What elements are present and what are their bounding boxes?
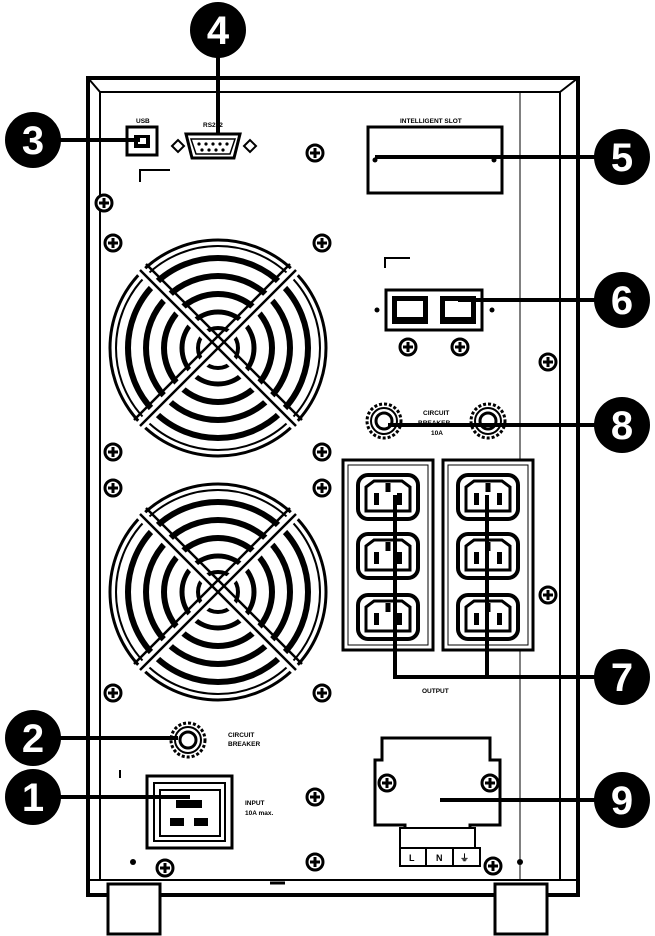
ac-input-socket[interactable]	[145, 774, 234, 850]
output-breaker-label-3: 10A	[431, 430, 443, 437]
callout-5-number: 5	[611, 136, 633, 180]
rs232-label: RS232	[203, 122, 223, 129]
output-breaker-label-1: CIRCUIT	[423, 410, 449, 417]
output-socket[interactable]	[356, 532, 420, 580]
input-label-1: INPUT	[245, 800, 265, 807]
output-label: OUTPUT	[422, 688, 449, 695]
right-foot	[493, 882, 549, 936]
terminal-ground-label: ⏚	[460, 853, 469, 863]
callout-8: 8	[594, 397, 650, 453]
output-breaker-right[interactable]	[469, 402, 507, 440]
callout-7: 7	[594, 649, 650, 705]
callout-3-number: 3	[22, 119, 44, 163]
output-breaker-left[interactable]	[365, 402, 403, 440]
callout-1-number: 1	[22, 776, 44, 820]
callout-leaders	[60, 45, 600, 802]
intelligent-slot[interactable]	[366, 125, 504, 195]
usb-label: USB	[136, 118, 150, 125]
input-label-2: 10A max.	[245, 810, 273, 817]
terminal-n-label: N	[436, 853, 443, 863]
terminal-block: L N ⏚	[399, 847, 481, 867]
rs232-port[interactable]	[170, 132, 258, 160]
callout-3: 3	[5, 112, 61, 168]
callout-4: 4	[190, 2, 246, 58]
input-breaker-label-1: CIRCUIT	[228, 732, 254, 739]
callout-9-number: 9	[611, 779, 633, 823]
callout-1: 1	[5, 769, 61, 825]
input-breaker-label-2: BREAKER	[228, 741, 260, 748]
cooling-fan-bottom	[110, 484, 326, 700]
left-foot	[106, 882, 162, 936]
terminal-l-label: L	[409, 853, 415, 863]
output-socket[interactable]	[356, 593, 420, 641]
callout-2: 2	[5, 710, 61, 766]
callout-6-number: 6	[611, 279, 633, 323]
callout-8-number: 8	[611, 404, 633, 448]
callout-2-number: 2	[22, 717, 44, 761]
cooling-fan-top	[110, 240, 326, 456]
callout-9: 9	[594, 772, 650, 828]
callout-4-number: 4	[207, 9, 230, 53]
intelligent-slot-label: INTELLIGENT SLOT	[400, 118, 462, 125]
output-socket[interactable]	[356, 473, 420, 521]
callout-6: 6	[594, 272, 650, 328]
callout-7-number: 7	[611, 656, 633, 700]
callout-5: 5	[594, 129, 650, 185]
